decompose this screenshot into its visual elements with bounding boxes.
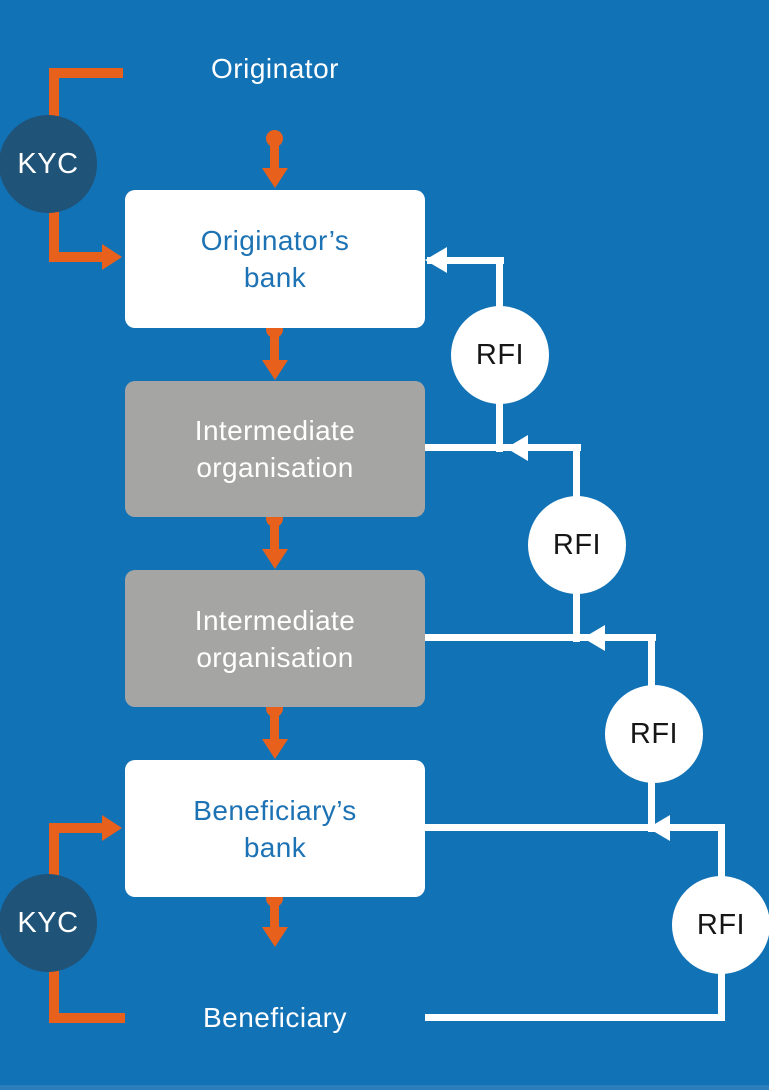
flow-arrow-1-head xyxy=(262,168,288,188)
kyc-top-arrowhead xyxy=(102,244,122,270)
rfi-line-4-horizontal xyxy=(425,824,725,831)
rfi-line-2-horizontal xyxy=(425,444,581,451)
kyc-badge-bottom: KYC xyxy=(0,874,97,972)
rfi-badge-3: RFI xyxy=(605,685,703,783)
flow-arrow-5-stem xyxy=(270,897,279,931)
beneficiary-bank-box: Beneficiary’s bank xyxy=(125,760,425,897)
flow-arrow-2-stem xyxy=(270,328,279,364)
flow-arrow-3-head xyxy=(262,549,288,569)
beneficiary-label: Beneficiary xyxy=(202,1002,347,1033)
rfi-line-3-horizontal xyxy=(425,634,656,641)
rfi-arrowhead-2 xyxy=(506,435,528,461)
rfi-arrowhead-1 xyxy=(425,247,447,273)
flow-arrow-3-stem xyxy=(270,517,279,553)
intermediate-org-2-label-line1: Intermediate xyxy=(194,604,356,636)
originator-label: Originator xyxy=(211,53,339,84)
rfi-badge-4: RFI xyxy=(672,876,769,974)
intermediate-org-2-box: Intermediate organisation xyxy=(125,570,425,707)
flow-arrow-4-stem xyxy=(270,707,279,743)
beneficiary-bank-label-line1: Beneficiary’s xyxy=(193,794,357,826)
rfi-line-5-horizontal xyxy=(425,1014,725,1021)
originator-bank-box: Originator’s bank xyxy=(125,190,425,328)
flow-arrow-1-stem xyxy=(270,136,279,172)
bottom-edge-strip xyxy=(0,1085,769,1090)
beneficiary-bank-label-line2: bank xyxy=(243,831,307,863)
flow-arrow-5-head xyxy=(262,927,288,947)
kyc-top-line-horizontal-upper xyxy=(49,68,123,78)
kyc-badge-top: KYC xyxy=(0,115,97,213)
intermediate-org-1-label-line1: Intermediate xyxy=(194,415,356,446)
originator-bank-label-line2: bank xyxy=(243,262,307,293)
flow-arrow-4-head xyxy=(262,739,288,759)
kyc-bottom-line-horizontal-upper xyxy=(49,823,103,833)
originator-bank-label-line1: Originator’s xyxy=(200,225,350,256)
kyc-bottom-line-horizontal-lower xyxy=(49,1013,125,1023)
rfi-line-1-horizontal xyxy=(427,257,504,264)
rfi-badge-2: RFI xyxy=(528,496,626,594)
intermediate-org-1-label-line2: organisation xyxy=(196,452,354,483)
intermediate-org-2-label-line2: organisation xyxy=(196,641,354,673)
intermediate-org-1-box: Intermediate organisation xyxy=(125,381,425,517)
kyc-top-line-horizontal-lower xyxy=(49,252,103,262)
rfi-arrowhead-3 xyxy=(583,625,605,651)
rfi-badge-1: RFI xyxy=(451,306,549,404)
kyc-bottom-arrowhead xyxy=(102,815,122,841)
flow-arrow-2-head xyxy=(262,360,288,380)
rfi-arrowhead-4 xyxy=(648,815,670,841)
